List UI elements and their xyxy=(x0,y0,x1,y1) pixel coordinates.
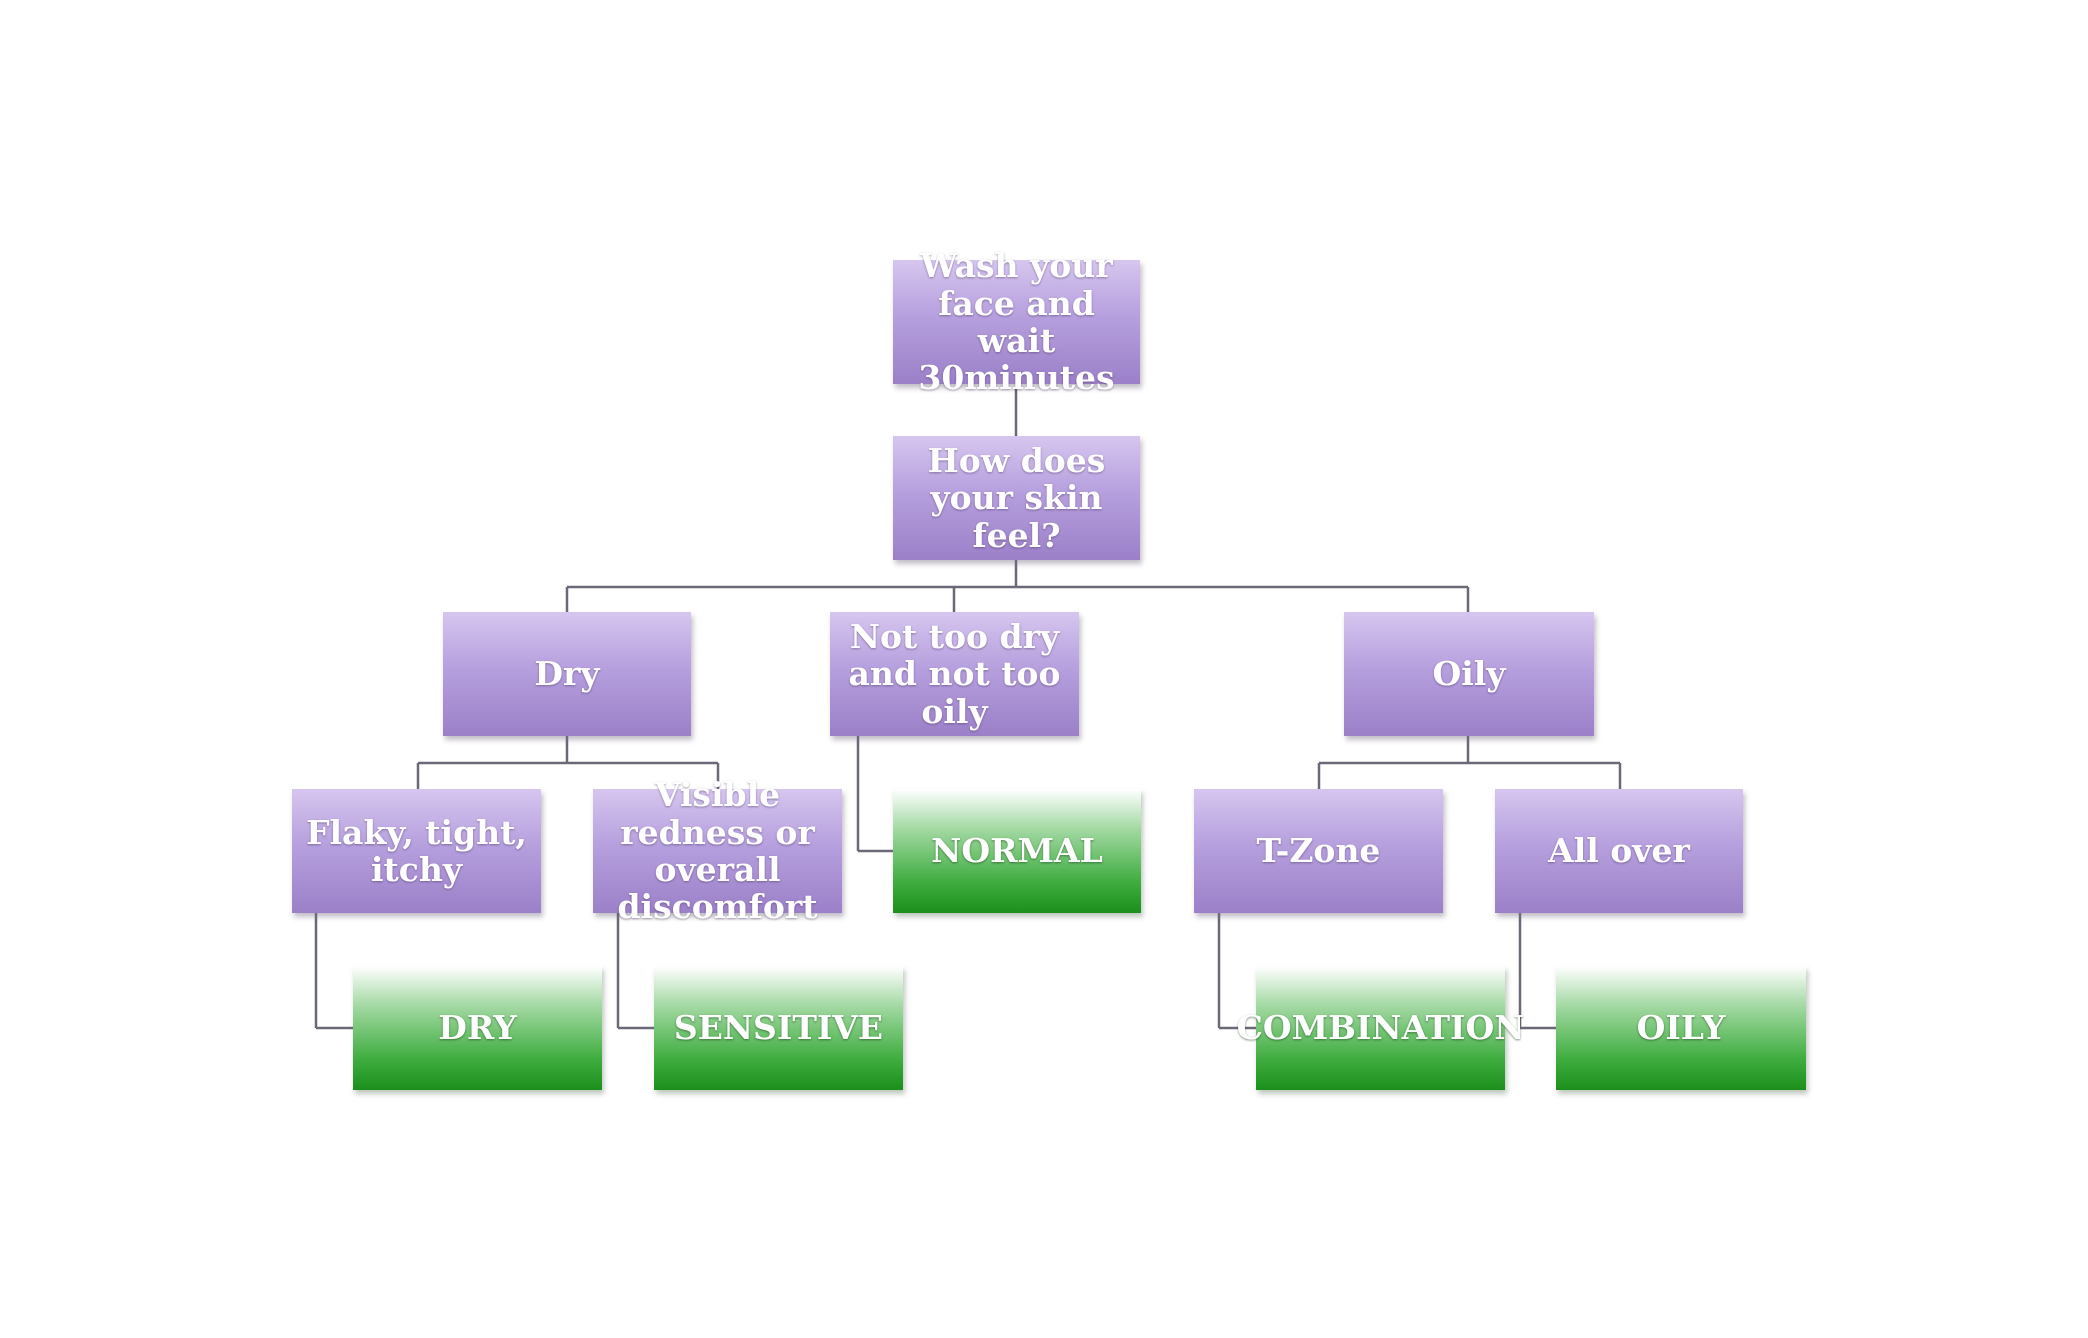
node-normal-result: NORMAL xyxy=(893,789,1141,913)
node-dry-result-label: DRY xyxy=(438,1008,517,1048)
node-combination-result-label: COMBINATION xyxy=(1236,1008,1525,1048)
node-redness-label: Visible redness or overall discomfort xyxy=(617,775,818,927)
node-dry-label: Dry xyxy=(534,654,600,694)
node-tzone: T-Zone xyxy=(1194,789,1443,913)
node-oily-result-label: OILY xyxy=(1636,1008,1726,1048)
node-allover-label: All over xyxy=(1548,831,1690,871)
node-sensitive-result-label: SENSITIVE xyxy=(673,1008,884,1048)
node-oily: Oily xyxy=(1344,612,1594,736)
node-start: Wash your face and wait 30minutes xyxy=(893,247,1140,396)
node-oily-result: OILY xyxy=(1556,966,1806,1090)
node-normal-result-label: NORMAL xyxy=(931,831,1103,871)
node-sensitive-result: SENSITIVE xyxy=(654,966,903,1090)
node-start-label: Wash your face and wait 30minutes xyxy=(918,246,1115,398)
node-dry: Dry xyxy=(443,612,691,736)
node-redness: Visible redness or overall discomfort xyxy=(593,776,842,925)
node-question-label: How does your skin feel? xyxy=(927,441,1106,555)
node-flaky: Flaky, tight, itchy xyxy=(292,789,541,913)
node-tzone-label: T-Zone xyxy=(1256,831,1381,871)
node-normal-feel-label: Not too dry and not too oily xyxy=(848,617,1061,731)
node-oily-label: Oily xyxy=(1432,654,1506,694)
node-combination-result: COMBINATION xyxy=(1237,966,1524,1090)
node-flaky-label: Flaky, tight, itchy xyxy=(306,812,527,889)
node-allover: All over xyxy=(1495,789,1743,913)
node-normal-feel: Not too dry and not too oily xyxy=(830,612,1079,736)
node-dry-result: DRY xyxy=(353,966,602,1090)
node-question: How does your skin feel? xyxy=(893,436,1140,560)
